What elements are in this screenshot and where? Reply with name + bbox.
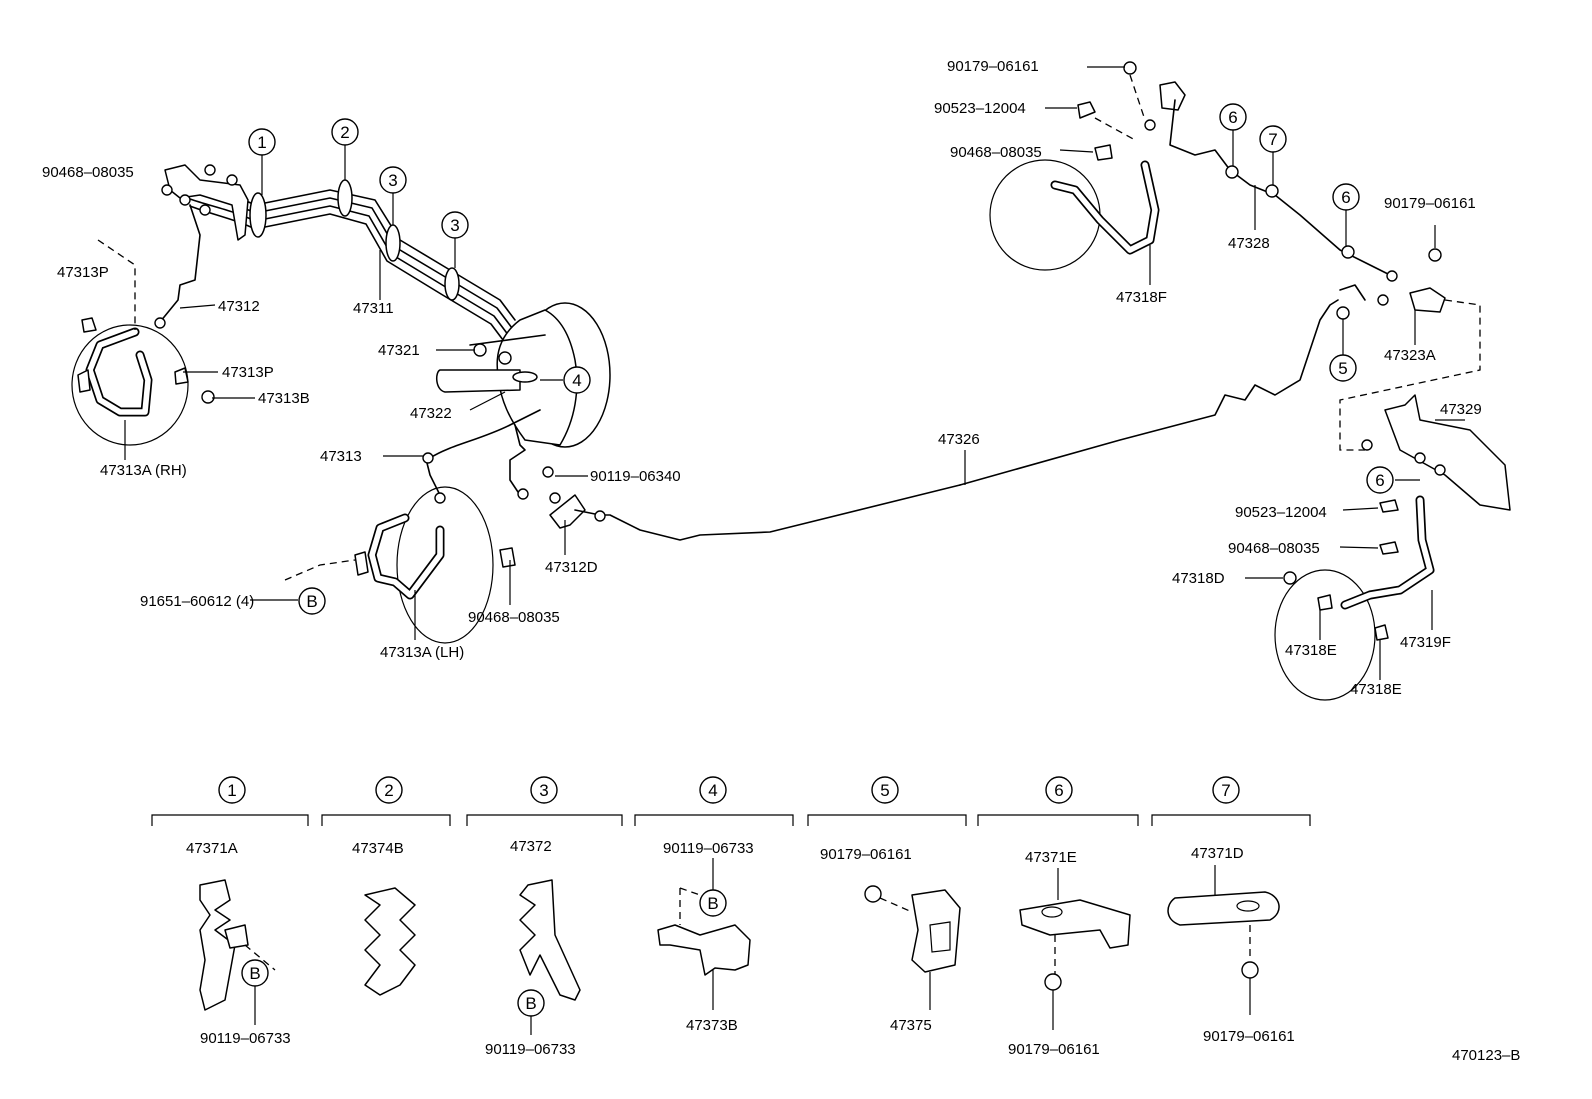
callout-4: 4 xyxy=(563,366,591,394)
legend-item-5: 5 90179–06161 47375 xyxy=(820,776,961,1034)
svg-text:47375: 47375 xyxy=(890,1017,932,1034)
legend-item-6: 6 47371E 90179–06161 xyxy=(1008,776,1131,1058)
svg-text:47371D: 47371D xyxy=(1191,845,1244,862)
svg-text:47374B: 47374B xyxy=(352,840,404,857)
svg-text:B: B xyxy=(306,592,317,611)
svg-text:3: 3 xyxy=(450,216,459,235)
rear-upper-assembly xyxy=(989,61,1398,306)
callout-circles: 1 2 3 3 4 B 6 7 xyxy=(248,103,1394,615)
svg-text:6: 6 xyxy=(1341,188,1350,207)
label-90468-08035: 90468–08035 xyxy=(42,164,134,181)
master-cylinder-booster xyxy=(422,302,961,541)
label-90179-06161: 90179–06161 xyxy=(947,58,1039,75)
label-47323a: 47323A xyxy=(1384,347,1436,364)
svg-text:1: 1 xyxy=(227,781,236,800)
legend-item-7: 7 47371D 90179–06161 xyxy=(1167,776,1295,1045)
callout-1: 1 xyxy=(248,128,276,156)
callout-6c: 6 xyxy=(1366,466,1394,494)
svg-text:7: 7 xyxy=(1221,781,1230,800)
svg-text:3: 3 xyxy=(539,781,548,800)
label-47322: 47322 xyxy=(410,405,452,422)
legend-item-1: 1 47371A B 90119–06733 xyxy=(186,776,291,1047)
callout-5: 5 xyxy=(1329,354,1357,382)
label-90119-06340: 90119–06340 xyxy=(590,468,681,485)
label-47329: 47329 xyxy=(1440,401,1482,418)
svg-text:47371E: 47371E xyxy=(1025,849,1077,866)
label-47313b: 47313B xyxy=(258,390,310,407)
label-90179-06161: 90179–06161 xyxy=(1384,195,1476,212)
leader-lines xyxy=(124,66,1465,680)
svg-text:90179–06161: 90179–06161 xyxy=(820,846,912,863)
legend-item-2: 2 47374B xyxy=(352,776,416,996)
callout-6b: 6 xyxy=(1332,183,1360,211)
svg-text:6: 6 xyxy=(1054,781,1063,800)
label-90523-12004: 90523–12004 xyxy=(934,100,1026,117)
svg-text:1: 1 xyxy=(257,133,266,152)
svg-text:47372: 47372 xyxy=(510,838,552,855)
label-90468-08035: 90468–08035 xyxy=(950,144,1042,161)
clip-legend: 1 47371A B 90119–06733 2 47374B 3 47372 … xyxy=(151,776,1311,1058)
label-47321: 47321 xyxy=(378,342,420,359)
callout-3b: 3 xyxy=(441,211,469,239)
label-47326: 47326 xyxy=(938,431,980,448)
svg-text:4: 4 xyxy=(572,371,581,390)
label-90523-12004: 90523–12004 xyxy=(1235,504,1327,521)
svg-text:7: 7 xyxy=(1268,130,1277,149)
label-47319f: 47319F xyxy=(1400,634,1451,651)
svg-text:47371A: 47371A xyxy=(186,840,238,857)
label-47318e: 47318E xyxy=(1285,642,1337,659)
label-47313p: 47313P xyxy=(57,264,109,281)
svg-text:B: B xyxy=(249,964,260,983)
svg-text:90179–06161: 90179–06161 xyxy=(1203,1028,1295,1045)
front-brake-tubes xyxy=(154,164,516,345)
label-47313p: 47313P xyxy=(222,364,274,381)
svg-text:2: 2 xyxy=(340,123,349,142)
svg-text:2: 2 xyxy=(384,781,393,800)
main-brake-pipe xyxy=(959,284,1366,486)
callout-B-front: B xyxy=(298,587,326,615)
label-90468-08035: 90468–08035 xyxy=(468,609,560,626)
callout-2: 2 xyxy=(331,118,359,146)
label-90468-08035: 90468–08035 xyxy=(1228,540,1320,557)
svg-text:6: 6 xyxy=(1375,471,1384,490)
svg-text:47373B: 47373B xyxy=(686,1017,738,1034)
label-47311: 47311 xyxy=(353,300,394,317)
label-47318d: 47318D xyxy=(1172,570,1225,587)
callout-7: 7 xyxy=(1259,125,1287,153)
svg-text:B: B xyxy=(707,894,718,913)
rear-right-assembly xyxy=(1274,248,1511,701)
label-47313: 47313 xyxy=(320,448,362,465)
label-47312d: 47312D xyxy=(545,559,598,576)
part-labels: 90468–08035 47313P 47312 47313P 47313B 4… xyxy=(42,58,1482,698)
label-47328: 47328 xyxy=(1228,235,1270,252)
label-47312: 47312 xyxy=(218,298,260,315)
svg-text:B: B xyxy=(525,994,536,1013)
svg-text:90179–06161: 90179–06161 xyxy=(1008,1041,1100,1058)
label-47318f: 47318F xyxy=(1116,289,1167,306)
svg-text:3: 3 xyxy=(388,171,397,190)
svg-text:90119–06733: 90119–06733 xyxy=(485,1041,576,1058)
svg-text:5: 5 xyxy=(1338,359,1347,378)
label-91651-60612: 91651–60612 (4) xyxy=(140,593,254,610)
svg-text:90119–06733: 90119–06733 xyxy=(200,1030,291,1047)
diagram-reference: 470123–B xyxy=(1452,1047,1520,1064)
label-47313a-rh: 47313A (RH) xyxy=(100,462,187,479)
svg-text:6: 6 xyxy=(1228,108,1237,127)
label-47313a-lh: 47313A (LH) xyxy=(380,644,464,661)
lh-front-hose xyxy=(284,486,516,644)
svg-text:4: 4 xyxy=(708,781,717,800)
svg-text:90119–06733: 90119–06733 xyxy=(663,840,754,857)
callout-3a: 3 xyxy=(379,166,407,194)
legend-item-4: 4 90119–06733 B 47373B xyxy=(657,776,754,1034)
svg-text:5: 5 xyxy=(880,781,889,800)
label-47318e: 47318E xyxy=(1350,681,1402,698)
legend-item-3: 3 47372 B 90119–06733 xyxy=(485,776,581,1058)
callout-6a: 6 xyxy=(1219,103,1247,131)
